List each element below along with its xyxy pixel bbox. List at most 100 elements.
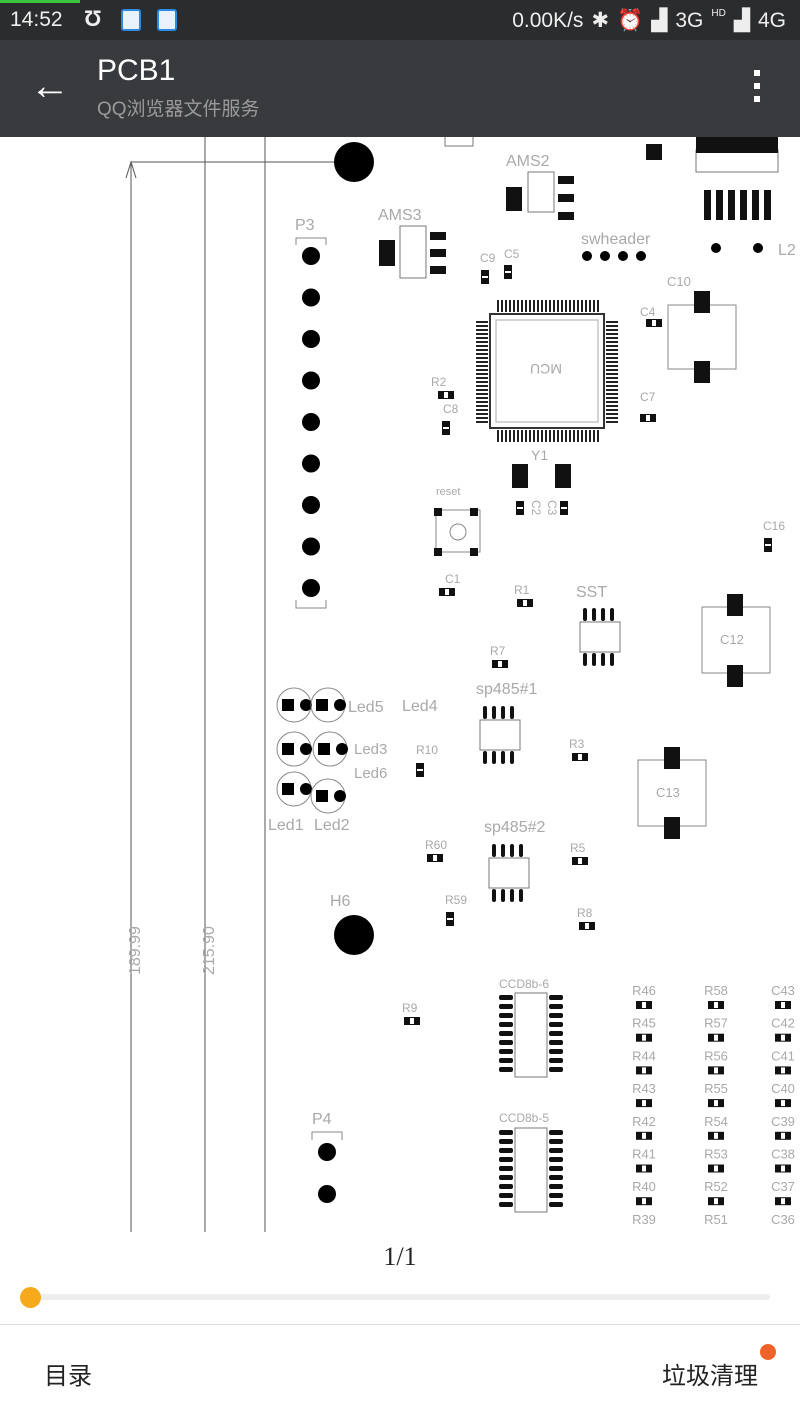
ic-pin [601,653,605,666]
smd-center [781,1165,785,1172]
mcu-pin [589,430,591,442]
ic-pin [499,1184,513,1189]
smd-center [646,415,650,421]
mcu-pin [549,300,551,312]
mcu-pin [476,325,488,327]
pcb-document-view[interactable]: AMS2 AMS3 P3 C9 C5 swheader C10 C4 MCU R… [0,137,800,1232]
label-r51: R51 [704,1212,728,1227]
mcu-pin [606,353,618,355]
l2-pin [711,243,721,253]
mcu-pin [476,361,488,363]
ic-pin [549,1040,563,1045]
label-c39: C39 [771,1114,795,1129]
capacitor-c10 [667,304,737,370]
toc-button[interactable]: 目录 [44,1363,92,1390]
ic-pin [499,1166,513,1171]
mcu-pin [476,409,488,411]
smd-center [781,1132,785,1139]
ic-pin [492,889,496,902]
mcu-pin [533,430,535,442]
ic-pin [492,706,496,719]
label-c41: C41 [771,1048,795,1063]
ic-pin [499,1130,513,1135]
header-pin [318,1185,336,1203]
crystal-pad [555,464,571,488]
arrow-left-icon[interactable]: ← [30,64,70,108]
sst-chip [579,621,621,653]
ic-pin [499,1040,513,1045]
ic-pin [549,1184,563,1189]
mcu-pin [606,421,618,423]
dimension-arrow [125,160,137,179]
clean-button[interactable]: 垃圾清理 [662,1363,758,1390]
mcu-pin [585,430,587,442]
label-c40: C40 [771,1081,795,1096]
network-3g: 3G [675,8,704,32]
header-pin [302,330,320,348]
ic-pin [549,1202,563,1207]
label-r45: R45 [632,1016,656,1031]
mcu-pin [593,430,595,442]
ic-pin [549,1031,563,1036]
mcu-pin [545,430,547,442]
ams2-regulator [527,171,555,213]
notification-dot [760,1344,776,1360]
download-progress [0,0,80,3]
label-c8: C8 [443,402,459,416]
ccd8b-5-chip [514,1127,548,1213]
mcu-pin [476,413,488,415]
smd-center [781,1067,785,1074]
mcu-pin [513,430,515,442]
smd-center [765,544,771,546]
label-r7: R7 [490,644,506,658]
mcu-inner [495,319,599,423]
mcu-pin [501,430,503,442]
label-r40: R40 [632,1179,656,1194]
label-ams3: AMS3 [378,207,422,224]
ic-pin [519,889,523,902]
ic-pin [501,706,505,719]
header-pin [302,371,320,390]
label-led3: Led3 [354,741,387,758]
mcu-pin [606,373,618,375]
mcu-pin [537,300,539,312]
label-r54: R54 [704,1114,728,1129]
swheader-pin [582,251,592,261]
page-slider-track[interactable] [30,1294,770,1300]
reset-button-circle [449,523,467,541]
ic-pin [510,889,514,902]
mcu-pin [476,385,488,387]
ic-pin [510,844,514,857]
label-c38: C38 [771,1147,795,1162]
label-ccd8b-5: CCD8b-5 [499,1111,549,1125]
label-r9: R9 [402,1001,418,1015]
dimension-189-99: 189.99 [127,926,144,975]
smd-center [642,1198,646,1205]
mcu-pin [606,381,618,383]
page-slider-thumb[interactable] [20,1287,41,1308]
smd-center [447,918,453,920]
mcu-pin [476,333,488,335]
mcu-pin [505,300,507,312]
connector-pin [716,190,723,220]
mcu-pin [497,300,499,312]
smd-center [417,769,423,771]
smd-center [642,1034,646,1041]
smd-center [714,1034,718,1041]
header-pin [302,496,320,514]
l2-pin [753,243,763,253]
label-led4: Led4 [402,698,438,715]
status-time: 14:52 [10,8,63,31]
smd-center [433,855,437,861]
status-bar: 14:52 Ʊ 0.00K/s ✱ ⏰ ▟ 3G HD ▟ 4G [0,0,800,40]
label-led2: Led2 [314,817,350,834]
label-r55: R55 [704,1081,728,1096]
mcu-pin [606,357,618,359]
led-pad [300,783,312,795]
bluetooth-icon: ✱ [591,9,610,32]
label-r43: R43 [632,1081,656,1096]
mcu-pin [521,430,523,442]
more-vert-icon[interactable] [754,70,762,109]
mcu-pin [545,300,547,312]
capacitor-pad [727,594,743,616]
